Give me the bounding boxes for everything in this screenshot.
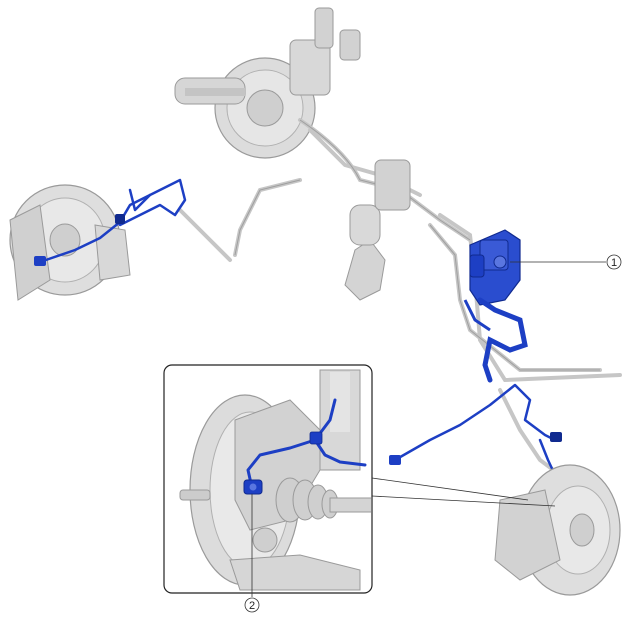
inset-sensor-clip [309,431,323,445]
brake-lines-outline [234,119,600,371]
front-right-brake-assembly [494,464,621,596]
front-left-brake-assembly [9,184,131,301]
vacuum-pump [344,159,411,301]
front-right-sensor-clip [550,432,562,442]
abs-hydraulic-unit [463,229,528,383]
front-left-sensor-clip [115,214,125,224]
front-right-sensor-connector [389,455,401,465]
front-left-wheel-speed-sensor-harness [38,178,187,264]
front-left-sensor-connector [34,256,46,266]
callout-1-label: 1 [611,257,617,269]
callout-1: 1 [510,254,622,270]
front-wheel-speed-sensor [243,479,263,495]
inset-projection-lines [371,477,556,507]
callout-2: 2 [244,494,260,613]
detail-inset [163,364,373,594]
callout-2-label: 2 [249,600,255,612]
brake-booster-assembly [174,7,361,159]
